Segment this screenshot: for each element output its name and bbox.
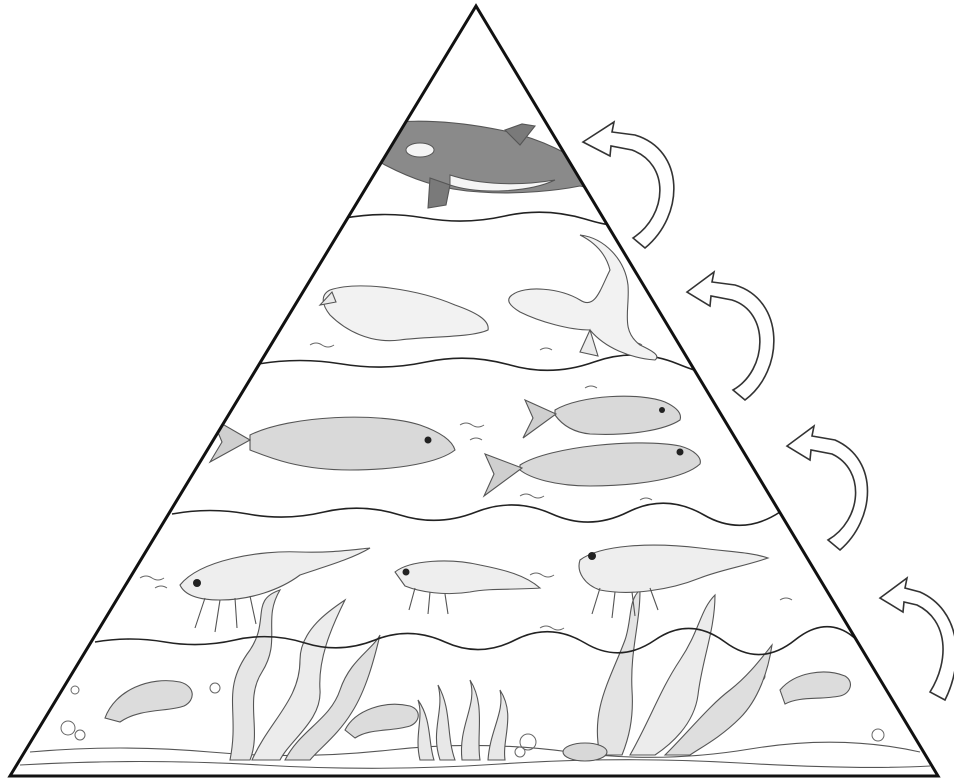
krill-icon <box>579 545 768 618</box>
cod-fish-icon <box>484 443 700 496</box>
seaweed-icon <box>418 680 508 760</box>
curved-arrow-icon <box>880 578 954 700</box>
pyramid-outline <box>10 6 938 776</box>
krill-icon <box>180 548 370 632</box>
curved-arrow-icon <box>787 426 868 550</box>
cod-fish-icon <box>523 396 680 438</box>
level-3-fish <box>172 386 780 525</box>
level-1-producers <box>20 590 930 768</box>
seal-icon <box>509 235 657 360</box>
cod-fish-icon <box>210 417 455 470</box>
level-2-krill <box>95 545 860 654</box>
seaweed-icon <box>563 590 772 761</box>
curved-arrow-icon <box>583 122 674 248</box>
level-5-orca <box>345 121 620 225</box>
seal-icon <box>320 286 488 341</box>
krill-icon <box>395 561 540 614</box>
